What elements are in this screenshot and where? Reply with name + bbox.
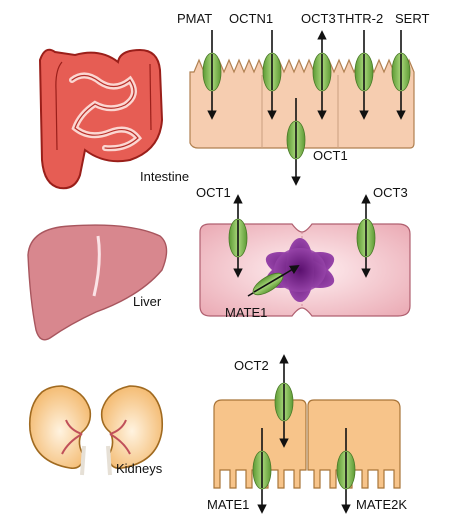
- thtr2-label: THTR-2: [337, 11, 383, 26]
- intestine-label: Intestine: [140, 169, 189, 184]
- mate1-liver-label: MATE1: [225, 305, 267, 320]
- mate1-kidney-label: MATE1: [207, 497, 249, 512]
- octn1-label: OCTN1: [229, 11, 273, 26]
- kidney-cells: [214, 400, 400, 488]
- oct1-liver-label: OCT1: [196, 185, 231, 200]
- oct1-intestine-label: OCT1: [313, 148, 348, 163]
- sert-label: SERT: [395, 11, 429, 26]
- intestine-illustration: [40, 50, 162, 188]
- pmat-label: PMAT: [177, 11, 212, 26]
- oct3-intestine-label: OCT3: [301, 11, 336, 26]
- oct2-kidney-label: OCT2: [234, 358, 269, 373]
- oct3-liver-label: OCT3: [373, 185, 408, 200]
- kidneys-label: Kidneys: [116, 461, 163, 476]
- mate2k-kidney-label: MATE2K: [356, 497, 407, 512]
- liver-label: Liver: [133, 294, 162, 309]
- liver-illustration: [28, 225, 167, 340]
